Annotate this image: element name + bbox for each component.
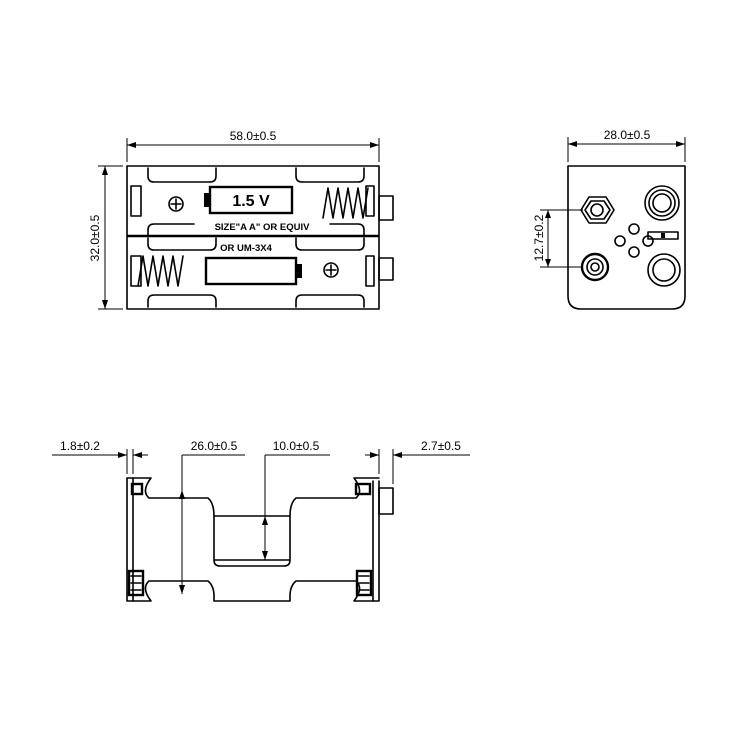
plus-icon-upper [168, 196, 184, 212]
lower-cell-nipple [295, 264, 302, 278]
left-tab-upper [130, 185, 142, 217]
terminal-nub-upper [378, 195, 394, 221]
spring-upper [322, 187, 369, 219]
dim-center-gap-label: 10.0±0.5 [273, 439, 320, 453]
stud-terminal [580, 252, 610, 282]
end-view: 28.0±0.5 12.7±0.2 [532, 128, 686, 310]
right-tab-lower [365, 255, 375, 287]
dim-width: 28.0±0.5 [567, 128, 686, 162]
dim-cell-pitch: 26.0±0.5 [179, 439, 245, 594]
upper-bay-clips [147, 167, 365, 183]
mount-hole [647, 253, 681, 287]
upper-bay-floor [147, 223, 365, 237]
size-label-alt: OR UM-3X4 [220, 243, 272, 254]
dim-wall-label: 1.8±0.2 [60, 439, 100, 453]
plus-icon-lower [323, 262, 339, 278]
dim-height: 32.0±0.5 [88, 165, 123, 310]
top-view: 1.5 V SIZE"A A" OR EQUIV OR UM-3X4 58.0±… [88, 129, 394, 310]
lower-bay-clips [147, 237, 365, 251]
center-channel [213, 515, 291, 567]
dim-length-label: 58.0±0.5 [230, 129, 277, 143]
vent-holes [614, 223, 654, 258]
dim-wall: 1.8±0.2 [52, 439, 148, 474]
lower-bay-floor [147, 294, 365, 308]
lower-cell-body [204, 256, 298, 286]
dim-contact-pitch-label: 12.7±0.2 [532, 214, 546, 261]
spring-contacts [127, 569, 373, 597]
dim-width-label: 28.0±0.5 [604, 128, 651, 142]
end-view-outline [567, 165, 686, 310]
upper-cell-nipple [204, 193, 211, 207]
holder-outline [126, 165, 380, 310]
top-contact-right [354, 482, 372, 496]
dim-cell-pitch-label: 26.0±0.5 [191, 439, 238, 453]
hex-snap-terminal [580, 196, 615, 224]
size-label: SIZE"A A" OR EQUIV [215, 222, 311, 233]
dim-center-gap: 10.0±0.5 [262, 439, 330, 560]
section-lower [126, 477, 380, 602]
dim-terminal: 2.7±0.5 [365, 439, 470, 484]
terminal-nub-lower [378, 257, 394, 281]
section-upper [126, 477, 380, 517]
dim-length: 58.0±0.5 [126, 129, 380, 162]
bottom-view: 1.8±0.2 26.0±0.5 10.0±0.5 2.7±0.5 [52, 439, 470, 602]
dim-height-label: 32.0±0.5 [88, 214, 102, 261]
voltage-label: 1.5 V [232, 193, 270, 210]
dim-terminal-label: 2.7±0.5 [421, 439, 461, 453]
round-snap-terminal [644, 185, 680, 221]
dim-contact-pitch: 12.7±0.2 [532, 209, 583, 268]
top-contact-left [130, 482, 144, 496]
slot [647, 231, 679, 240]
section-terminal [378, 487, 394, 515]
spring-lower [137, 255, 184, 287]
